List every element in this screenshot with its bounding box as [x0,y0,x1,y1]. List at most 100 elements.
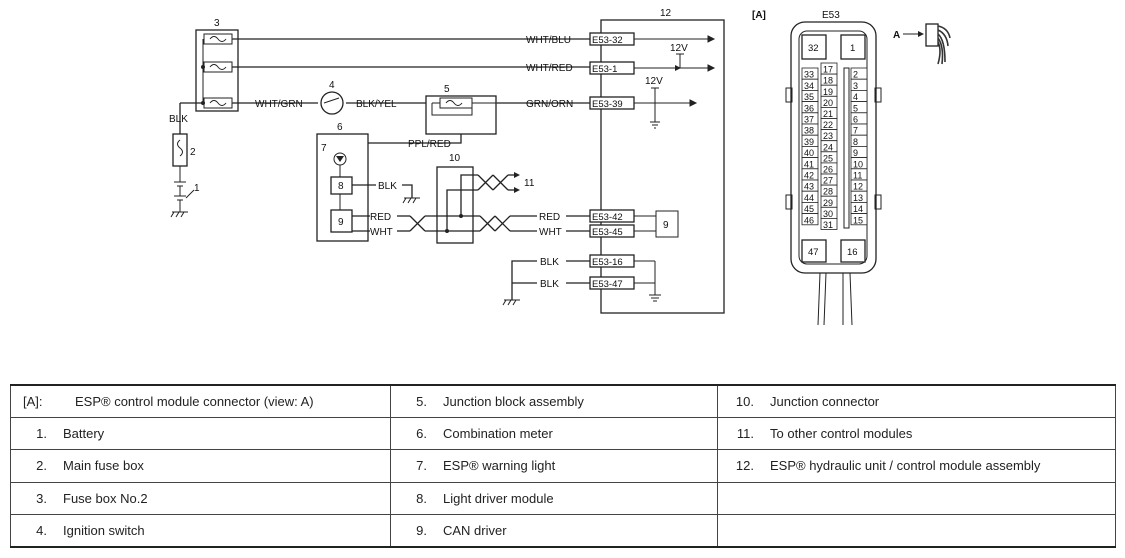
pin-label: 34 [804,81,814,91]
wire-red-module: RED [539,212,560,223]
legend-row: 3. Fuse box No.2 8.Light driver module [10,481,1116,515]
legend-cell: 3. Fuse box No.2 [10,481,391,515]
legend-item-text: CAN driver [443,522,507,538]
pin-label: 40 [804,148,814,158]
legend-item-number: 10. [735,394,754,410]
callout-9-module: 9 [663,220,669,231]
pin-label: 19 [823,87,833,97]
pin-label: 42 [804,171,814,181]
legend-item-text: Ignition switch [63,522,145,538]
pin-label: 45 [804,204,814,214]
pin-label: 28 [823,187,833,197]
callout-4: 4 [329,80,335,91]
pin-label: 6 [853,115,858,125]
wire-ppl-red: PPL/RED [408,139,451,150]
legend-cell [717,481,1116,515]
legend-item-number: 3. [36,490,47,506]
pin-label: 22 [823,120,833,130]
legend-item-text: ESP® hydraulic unit / control module ass… [770,458,1041,474]
pin-label: 14 [853,204,863,214]
pin-label: 37 [804,115,814,125]
wire-blk-meter: BLK [378,181,397,192]
callout-5: 5 [444,84,450,95]
main-fuse-box [172,133,188,167]
callout-1: 1 [194,183,200,194]
legend-item-text: Main fuse box [63,458,144,474]
legend-item-number: 2. [36,458,47,474]
pin-label: 13 [853,193,863,203]
pin-cell [801,213,819,226]
callout-10: 10 [449,153,461,164]
pin-32: 32 [808,43,819,54]
pin-label: 44 [804,193,814,203]
wiring-diagram: 12 E53-32 E53-1 E53-39 E53-42 E53-45 E53… [169,8,951,326]
connector-view-tag: [A] [752,10,766,21]
wire-blk-battery: BLK [169,114,188,125]
legend-item-text: Fuse box No.2 [63,490,148,506]
pin-label: 41 [804,159,814,169]
pin-label: 9 [853,148,858,158]
wire-wht-meter: WHT [370,227,393,238]
legend-cell [717,513,1116,548]
pin-cell [850,213,868,226]
legend-cell: 8.Light driver module [390,481,718,515]
pin-label: 2 [853,70,858,80]
terminal-e53-45: E53-45 [592,227,623,238]
legend-item-text: Combination meter [443,426,553,442]
legend-item-number: [A]: [23,394,43,410]
terminal-e53-39: E53-39 [592,99,623,110]
voltage-12v-b: 12V [645,76,663,87]
pin-label: 26 [823,165,833,175]
legend-item-number: 9. [416,522,427,538]
pin-label: 21 [823,109,833,119]
terminal-e53-42: E53-42 [592,212,623,223]
pin-label: 10 [853,159,863,169]
pin-label: 33 [804,70,814,80]
terminal-e53-16: E53-16 [592,257,623,268]
legend-cell: 11.To other control modules [717,417,1116,451]
junction-block-internal [431,97,497,116]
connector-pin-grid: 3334353637383940414243444546171819202122… [801,62,868,230]
wire-wht-module: WHT [539,227,562,238]
legend-item-text: ESP® warning light [443,458,556,474]
legend-item-number: 12. [735,458,754,474]
pin-box-32 [801,34,827,60]
pin-1: 1 [850,43,855,54]
legend-item-text: Junction block assembly [443,394,584,410]
legend-cell: 7.ESP® warning light [390,449,718,483]
legend-cell: 2. Main fuse box [10,449,391,483]
wire-wht-blu: WHT/BLU [526,35,571,46]
legend-item-number: 1. [36,426,47,442]
pin-label: 30 [823,209,833,219]
callout-11: 11 [524,178,535,189]
terminal-e53-47: E53-47 [592,279,623,290]
harness-wires [180,38,590,104]
pin-label: 35 [804,92,814,102]
callout-2: 2 [190,147,196,158]
terminal-e53-1: E53-1 [592,64,617,75]
legend-item-text: Battery [63,426,105,442]
legend-row: 2. Main fuse box 7.ESP® warning light 12. ES… [10,449,1116,483]
pin-label: 12 [853,182,863,192]
pin-16: 16 [847,247,858,258]
junction-connector [436,166,474,244]
callout-12: 12 [660,8,672,19]
diode-symbol [675,65,681,71]
callout-6: 6 [337,122,343,133]
wire-red-meter: RED [370,212,391,223]
pin-label: 11 [853,171,862,181]
pin-label: 17 [823,65,833,75]
can-driver [330,209,353,233]
pin-label: 27 [823,176,833,186]
ignition-switch-symbol [320,91,344,115]
pin-label: 24 [823,142,833,152]
legend-cell: [A]: ESP® control module connector (view:… [10,384,391,419]
callout-9: 9 [338,217,344,228]
ground-symbol-module [502,299,520,306]
legend-cell: 12. ESP® hydraulic unit / control module … [717,449,1116,483]
pin-label: 31 [823,220,833,230]
pin-label: 7 [853,126,858,136]
legend-item-text: ESP® control module connector (view: A) [75,394,314,410]
